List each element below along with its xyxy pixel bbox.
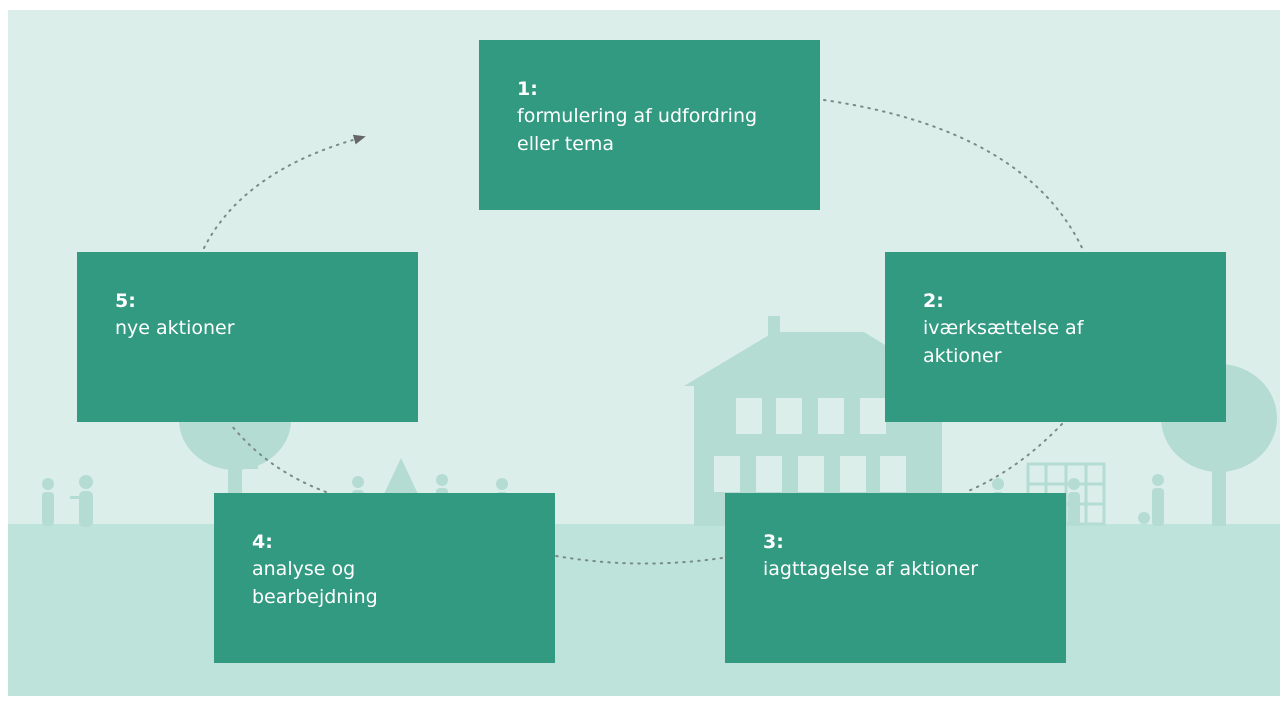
cycle-connectors [203,99,1085,565]
child-figure-icon [1068,478,1080,526]
step-2-number: 2: [923,290,944,312]
step-2-text: iværksættelse af aktioner [923,317,1084,367]
step-3-text: iagttagelse af aktioner [763,558,979,580]
tent-icon [384,458,418,494]
connector-5-to-1 [203,134,366,249]
step-2-box: 2: iværksættelse af aktioner [885,252,1226,422]
cycle-diagram: 1: formulering af udfordring eller tema … [8,10,1280,696]
step-3-number: 3: [763,531,784,553]
connector-1-to-2 [823,99,1085,253]
connector-4-to-5 [231,425,327,493]
step-5-box: 5: nye aktioner [77,252,418,422]
ball-icon [1138,512,1150,524]
step-4-box: 4: analyse og bearbejdning [214,493,555,663]
child-figure-icon [1152,474,1164,526]
step-3-box: 3: iagttagelse af aktioner [725,493,1066,663]
child-figure-icon [42,478,54,526]
ground [8,524,1280,696]
step-5-number: 5: [115,290,136,312]
step-4-text: analyse og bearbejdning [252,558,378,608]
step-4-number: 4: [252,531,273,553]
connector-3-to-4 [555,555,723,565]
adult-figure-icon [70,475,93,527]
connector-2-to-3 [965,423,1063,493]
step-1-number: 1: [517,78,538,100]
step-1-text: formulering af udfordring eller tema [517,105,758,155]
step-5-text: nye aktioner [115,317,235,339]
step-1-box: 1: formulering af udfordring eller tema [479,40,820,210]
school-windows [714,398,906,492]
